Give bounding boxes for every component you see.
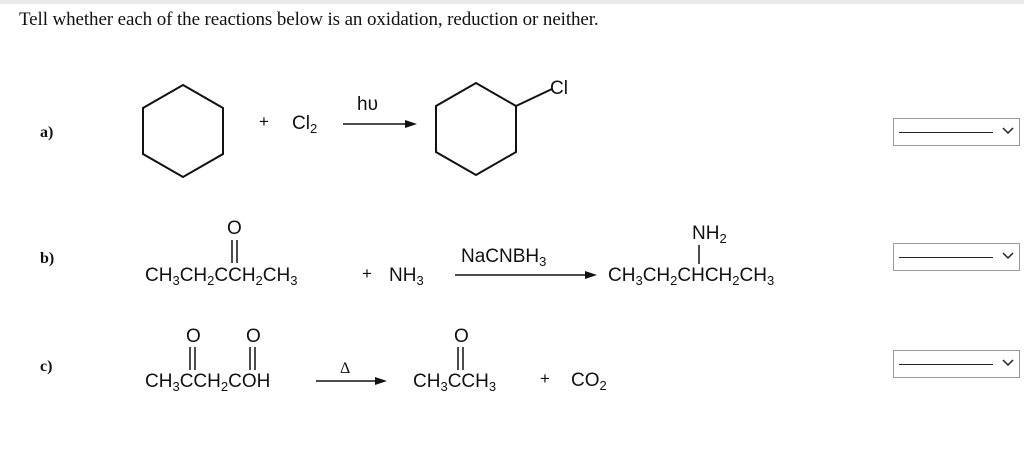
reaction-a-arrowhead bbox=[405, 120, 417, 128]
cyclohexane-ring bbox=[142, 83, 224, 179]
reaction-a-label: a) bbox=[40, 124, 54, 141]
chevron-down-icon bbox=[1002, 127, 1014, 135]
product-b-amine: NH2 bbox=[692, 223, 727, 246]
reaction-c-plus: + bbox=[540, 369, 550, 388]
product-a-substituent: Cl bbox=[550, 78, 568, 99]
answer-value-b bbox=[899, 257, 993, 258]
reactant-c-oxygen-1: O bbox=[186, 326, 201, 347]
reaction-b-reagent: NH3 bbox=[389, 265, 424, 288]
reaction-c-condition: Δ bbox=[340, 360, 351, 377]
reactant-c-oxygen-2: O bbox=[246, 326, 261, 347]
reaction-a-reagent: Cl2 bbox=[292, 113, 318, 136]
reaction-b-plus: + bbox=[362, 264, 372, 283]
byproduct-c-formula: CO2 bbox=[571, 370, 607, 393]
reaction-c-label: c) bbox=[40, 358, 53, 375]
answer-dropdown-c[interactable] bbox=[893, 350, 1020, 378]
c-cl-bond bbox=[515, 88, 553, 107]
reaction-a-condition: hυ bbox=[357, 94, 378, 115]
chevron-down-icon bbox=[1002, 359, 1014, 367]
answer-value-c bbox=[899, 364, 993, 365]
reaction-b-condition: NaCNBH3 bbox=[461, 246, 547, 269]
answer-dropdown-a[interactable] bbox=[893, 118, 1020, 146]
chevron-down-icon bbox=[1002, 252, 1014, 260]
product-b-formula: CH3CH2CHCH2CH3 bbox=[608, 265, 775, 288]
reaction-b-label: b) bbox=[40, 250, 55, 267]
answer-value-a bbox=[899, 132, 993, 133]
reactant-b-formula: CH3CH2CCH2CH3 bbox=[145, 265, 298, 288]
answer-dropdown-b[interactable] bbox=[893, 243, 1020, 271]
reactant-c-formula: CH3CCH2COH bbox=[145, 371, 271, 394]
product-c-formula: CH3CCH3 bbox=[413, 371, 497, 394]
product-c-oxygen: O bbox=[454, 326, 469, 347]
question-text: Tell whether each of the reactions below… bbox=[19, 9, 599, 30]
reaction-a-plus: + bbox=[259, 112, 269, 131]
reaction-c-arrowhead bbox=[375, 377, 387, 385]
reaction-b-arrowhead bbox=[585, 271, 597, 279]
reactant-b-oxygen: O bbox=[227, 218, 242, 239]
top-divider bbox=[0, 0, 1024, 4]
